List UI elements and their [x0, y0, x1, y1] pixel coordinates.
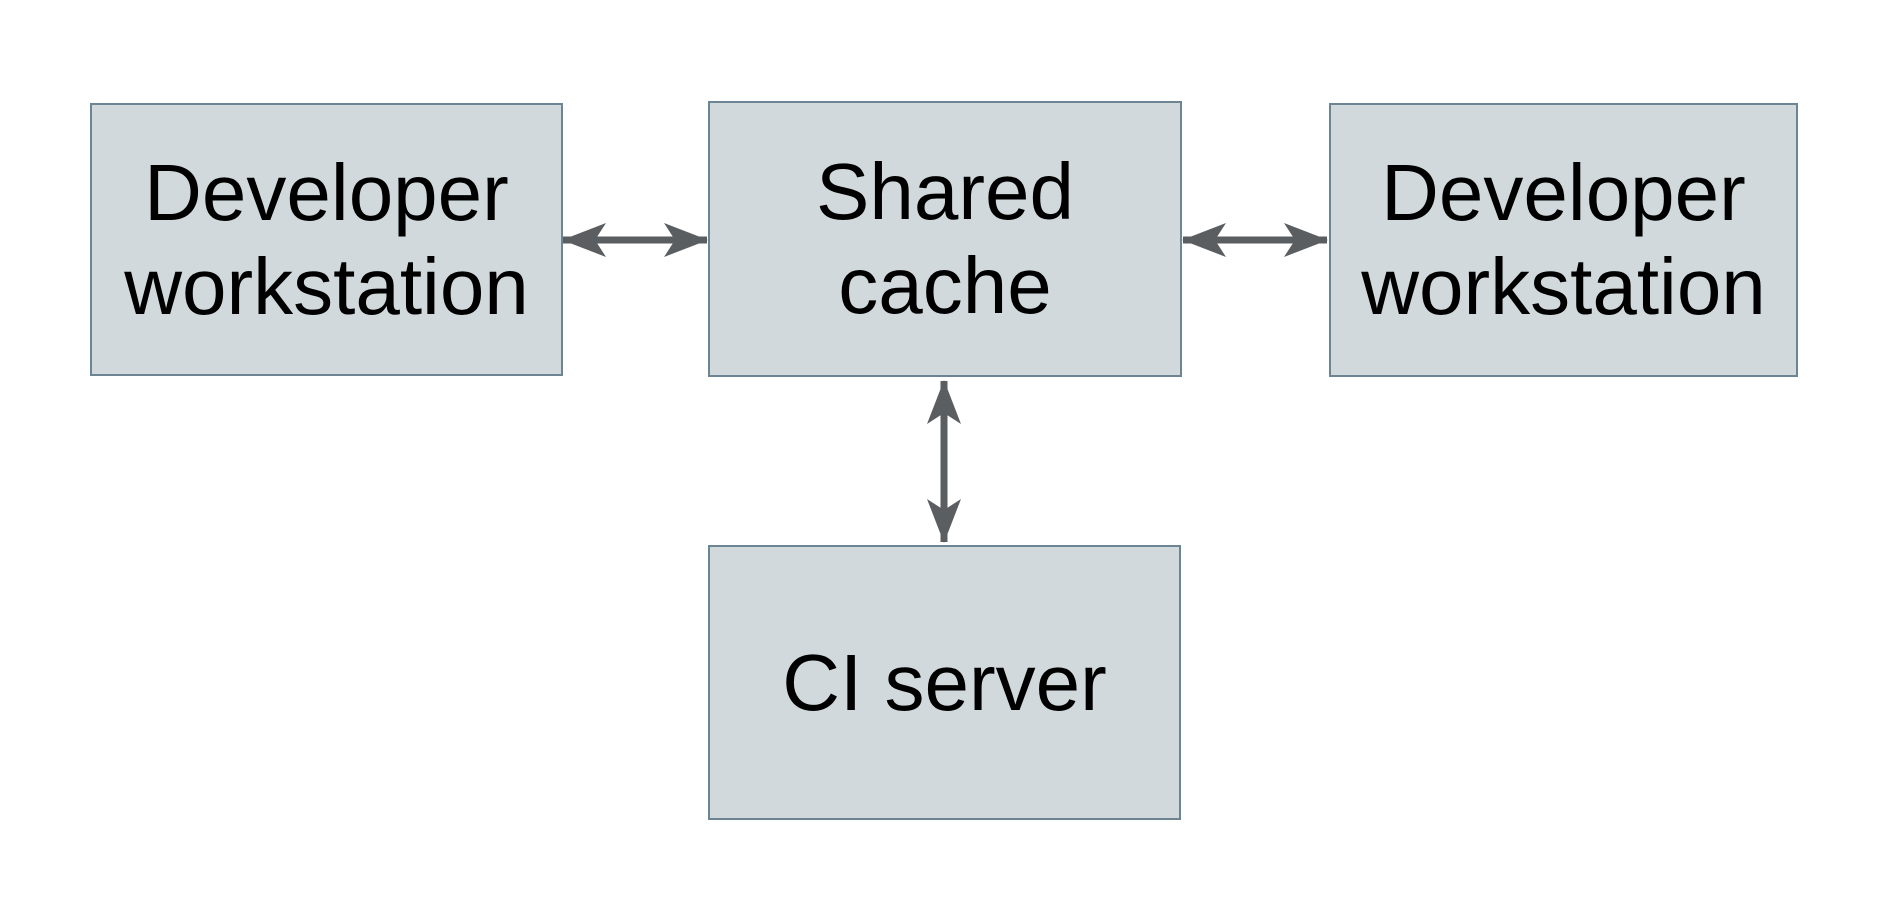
node-label-developer-workstation-left: Developer workstation: [124, 147, 529, 331]
node-label-developer-workstation-right: Developer workstation: [1361, 148, 1766, 331]
node-shared-cache: Shared cache: [708, 101, 1182, 377]
node-developer-workstation-right: Developer workstation: [1329, 103, 1798, 377]
node-label-ci-server: CI server: [782, 637, 1107, 727]
node-developer-workstation-left: Developer workstation: [90, 103, 563, 376]
node-ci-server: CI server: [708, 545, 1181, 820]
node-label-shared-cache: Shared cache: [816, 147, 1074, 330]
